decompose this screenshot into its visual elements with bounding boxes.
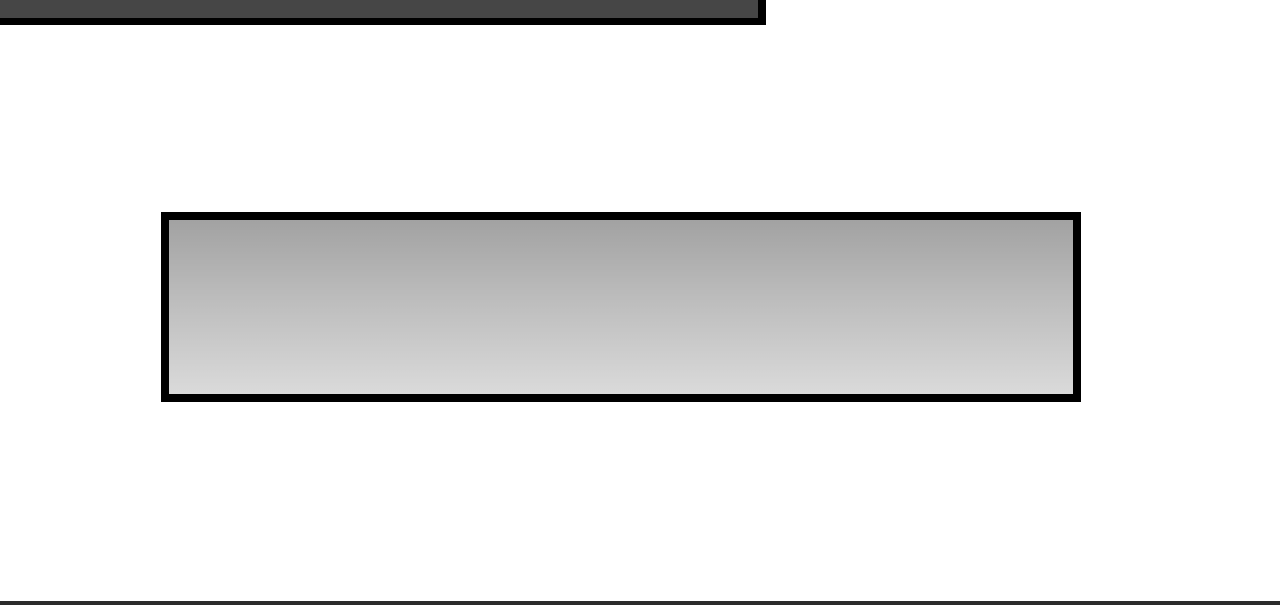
bottom-divider-line: [0, 601, 1280, 605]
top-dark-bar: [0, 0, 766, 25]
gradient-panel: [161, 212, 1081, 402]
